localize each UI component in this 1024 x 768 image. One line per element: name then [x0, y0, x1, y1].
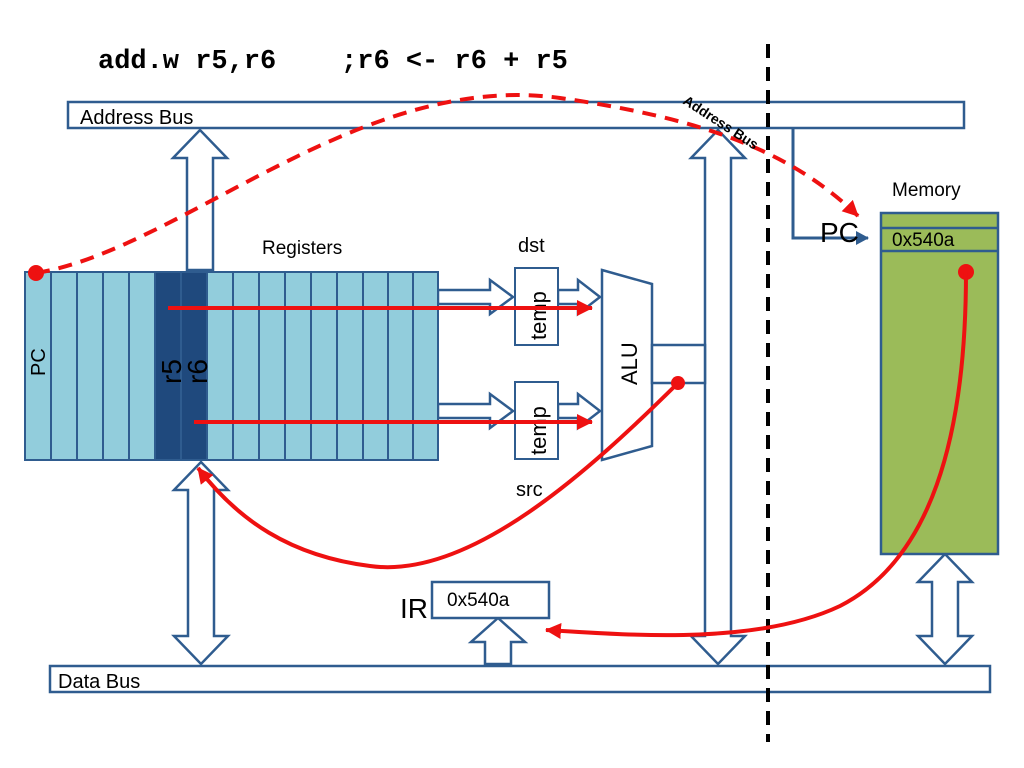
memory-block	[879, 211, 1000, 556]
register-cell	[258, 271, 286, 461]
address-bus-label: Address Bus	[80, 107, 193, 129]
register-file	[24, 271, 439, 461]
alu-label: ALU	[617, 342, 642, 385]
src-to-temp-arrow	[436, 391, 516, 431]
dst-to-temp-arrow	[436, 277, 516, 317]
register-cell	[310, 271, 338, 461]
register-cell	[128, 271, 156, 461]
address-bus-to-memory-line	[791, 128, 869, 245]
temp-dst-label: temp	[526, 291, 551, 340]
ir-value: 0x540a	[447, 590, 510, 611]
alu	[600, 268, 654, 462]
memory-cell-value: 0x540a	[892, 230, 955, 251]
r6-label: r6	[182, 359, 213, 384]
ir-label: IR	[400, 593, 428, 624]
r5-label: r5	[156, 359, 187, 384]
register-cell	[336, 271, 364, 461]
alu-output	[650, 343, 707, 385]
pc-register	[24, 271, 52, 461]
result-bus-arrow	[688, 128, 748, 666]
memory-data-bus-arrow	[915, 552, 975, 666]
memory-label: Memory	[892, 180, 961, 201]
register-r5	[154, 271, 182, 461]
src-label: src	[516, 479, 543, 501]
temp-src-label: temp	[526, 406, 551, 455]
memory-pc-label: PC	[820, 217, 859, 248]
register-cell	[362, 271, 389, 461]
dst-label: dst	[518, 235, 545, 257]
pc-to-memory-flow	[35, 93, 860, 275]
data-bus-label: Data Bus	[58, 671, 140, 693]
register-cell	[102, 271, 130, 461]
instruction-register	[430, 580, 551, 620]
register-cell	[232, 271, 260, 461]
register-cell	[412, 271, 439, 461]
register-cell	[284, 271, 312, 461]
data-bus-to-ir-arrow	[467, 616, 529, 666]
instruction-title: add.w r5,r6 ;r6 <- r6 + r5	[98, 47, 568, 77]
register-cell	[50, 271, 78, 461]
data-bus	[48, 664, 992, 694]
registers-label: Registers	[262, 238, 342, 259]
registers-data-bus-arrow	[171, 460, 231, 666]
address-bus	[66, 100, 966, 130]
register-cell	[76, 271, 104, 461]
alu-to-r6-flow	[196, 381, 680, 570]
registers-to-address-bus-arrow	[170, 128, 230, 272]
register-cell	[387, 271, 414, 461]
pc-register-label: PC	[28, 348, 50, 376]
memory-to-ir-flow	[545, 271, 968, 639]
